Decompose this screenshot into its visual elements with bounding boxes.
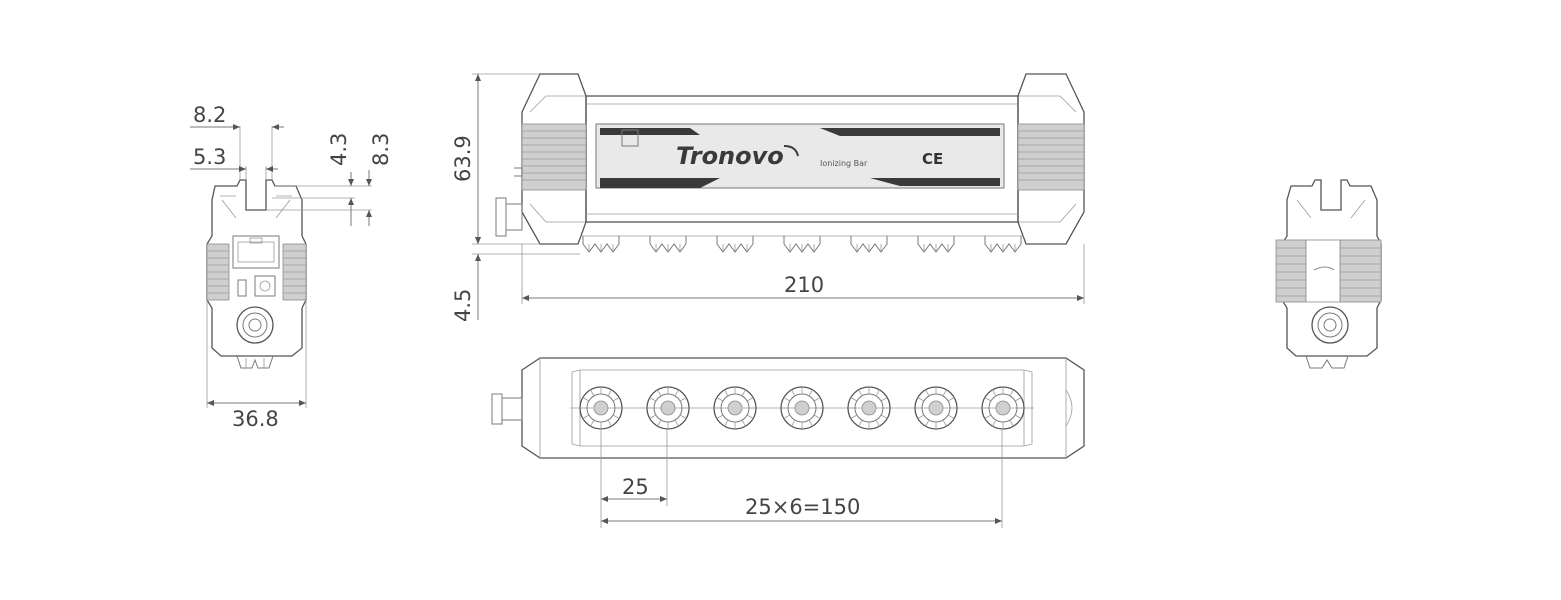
brand-logo: Tronovo (676, 142, 784, 170)
dim-length: 210 (784, 273, 824, 297)
dim-slot-width: 8.2 (193, 103, 226, 127)
emitter-bottom (579, 386, 623, 430)
emitter-front (850, 236, 888, 253)
emitter-front (582, 236, 620, 253)
dim-depth-b: 8.3 (369, 133, 393, 166)
right-end-view (1275, 179, 1382, 369)
left-end-view (206, 179, 307, 369)
brand-swoosh-icon (783, 145, 799, 157)
front-emitters (582, 236, 1022, 253)
dim-side-width: 36.8 (232, 407, 279, 431)
emitter-front (783, 236, 821, 253)
product-name: Ionizing Bar (820, 159, 868, 168)
emitter-bottom (780, 386, 824, 430)
right-fins (282, 243, 307, 301)
emitter-front (649, 236, 687, 253)
led-window-icon (621, 129, 639, 147)
dim-pitch-total: 25×6=150 (745, 495, 860, 519)
emitter-bottom (914, 386, 958, 430)
air-fitting-icon (236, 306, 274, 344)
emitter-front (984, 236, 1022, 253)
dim-depth-a: 4.3 (327, 133, 351, 166)
front-fins-right (1017, 123, 1085, 191)
emitter-bottom (713, 386, 757, 430)
bottom-view-dimensions (600, 428, 1003, 528)
left-view-dimensions (190, 124, 372, 408)
dim-pitch: 25 (622, 475, 649, 499)
emitter-bottom (981, 386, 1025, 430)
bottom-view (491, 357, 1085, 459)
dim-bottom-offset: 4.5 (451, 289, 475, 322)
emitter-bottom (646, 386, 690, 430)
emitter-bottom (847, 386, 891, 430)
bottom-emitters (579, 386, 1025, 430)
left-fins (206, 243, 230, 301)
switch-icon (237, 279, 247, 297)
front-view: Tronovo Ionizing Bar CE (495, 73, 1085, 253)
front-fins-left (521, 123, 587, 191)
emitter-front (917, 236, 955, 253)
button-icon (254, 275, 276, 297)
rj45-port-icon (232, 235, 280, 269)
right-air-fitting-icon (1311, 306, 1349, 344)
front-view-dimensions (472, 73, 1085, 320)
dim-height: 63.9 (451, 135, 475, 182)
dim-slot-inner: 5.3 (193, 145, 226, 169)
logo-emboss-icon (1313, 266, 1335, 271)
ce-mark: CE (922, 150, 943, 168)
emitter-front (716, 236, 754, 253)
